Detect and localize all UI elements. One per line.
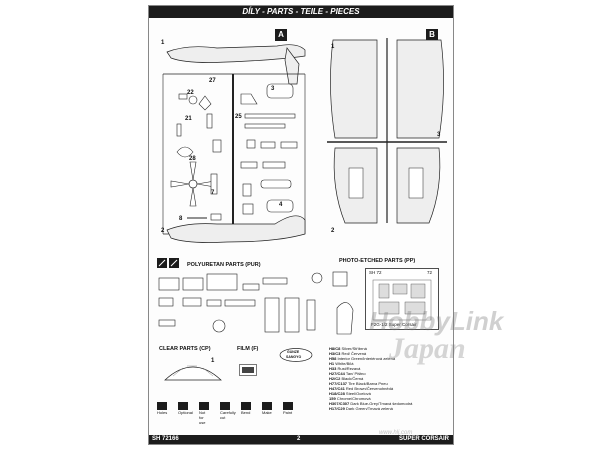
- part-label: 1: [211, 358, 215, 364]
- pe-label: F2G-1/2 Super Corsair: [371, 322, 417, 327]
- gunze-line2: SANGYO: [286, 355, 302, 359]
- paint-row: H8/C8 Silver/Stříbrná: [329, 346, 367, 351]
- part-label: 2: [331, 228, 335, 234]
- pe-code: SH 72: [369, 270, 382, 275]
- part-label: 1: [331, 44, 335, 50]
- sprue-b-drawing: [327, 38, 447, 224]
- part-label: 22: [187, 90, 194, 96]
- paint-row: H17/C29 Dark Green/Tmavá zelená: [329, 406, 393, 411]
- footer-left: SH 72166: [152, 436, 179, 442]
- pur-parts-drawing: [158, 271, 354, 335]
- watermark-url: www.hlj.com: [379, 430, 413, 436]
- paint-row: H33 Rust/Rezavá: [329, 366, 361, 371]
- pe-number: 72: [427, 270, 433, 275]
- part-label: 4: [279, 202, 283, 208]
- paint-row: H2/C2 Black/Černá: [329, 376, 364, 381]
- carefully-cut-icon: Carefully cut: [220, 402, 236, 420]
- section-a-badge: A: [275, 29, 287, 41]
- paint-row: H27/C44 Tan/ Pištno: [329, 371, 366, 376]
- part-label: 7: [211, 190, 215, 196]
- part-label: 27: [209, 78, 216, 84]
- film-drawing: [239, 364, 257, 376]
- paint-row: H307/C307 Dark Blue-Grey/Tmavá šedomodrá: [329, 401, 413, 406]
- instruction-page: DÍLY - PARTS - TEILE - PIECES A B: [148, 5, 503, 445]
- make-icon: Make: [262, 402, 272, 415]
- paint-row: H77/C137 Tire Black/Barva Pneu: [329, 381, 388, 386]
- paint-list: H8/C8 Silver/Stříbrná H3/C3 Red/ Červená…: [329, 346, 449, 411]
- paint-row: H3/C3 Red/ Červená: [329, 351, 367, 356]
- watermark-main: HobbyLink: [369, 306, 504, 336]
- footer-right: SUPER CORSAIR: [398, 436, 449, 442]
- section-pe-title: PHOTO-ETCHED PARTS (PP): [339, 258, 416, 264]
- gunze-line1: GUNZE: [287, 350, 300, 354]
- bend-icon: Bend: [241, 402, 251, 415]
- optional-icon: Optional: [178, 402, 193, 415]
- paint-row: H58 Interior Green/Interiérová zelená: [329, 356, 396, 361]
- paint-row: H18/C28 Steel/Ocelová: [329, 391, 371, 396]
- paint-row: H1 White/Bílá: [329, 361, 354, 366]
- part-label: 1: [161, 40, 165, 46]
- symbols-legend: Holes Optional Not for use Carefully cut…: [157, 402, 307, 432]
- part-label: 2: [161, 228, 165, 234]
- page-title: DÍLY - PARTS - TEILE - PIECES: [149, 6, 453, 18]
- section-clear-title: CLEAR PARTS (CP): [159, 346, 211, 352]
- page-number: 2: [297, 436, 301, 442]
- paint-icon: Paint: [283, 402, 293, 415]
- pur-icon: [157, 258, 179, 268]
- part-label: 8: [179, 216, 183, 222]
- part-label: 25: [235, 114, 242, 120]
- holes-icon: Holes: [157, 402, 167, 415]
- watermark-sub: Japan: [389, 332, 466, 365]
- part-label: 3: [437, 132, 441, 138]
- canopy-drawing: [164, 365, 222, 381]
- paint-row: H47/C41 Red Brown/Červenohnědá: [329, 386, 394, 391]
- not-for-use-icon: Not for use: [199, 402, 209, 425]
- part-label: 28: [189, 156, 196, 162]
- pe-fret-drawing: [365, 268, 439, 330]
- section-pur-title: POLYURETAN PARTS (PUR): [187, 262, 261, 268]
- paint-row: 159 Chrome/Chromová: [329, 396, 371, 401]
- sprue-a-drawing: [162, 44, 306, 243]
- gunze-logo: [279, 348, 313, 362]
- section-film-title: FILM (F): [237, 346, 259, 352]
- part-label: 21: [185, 116, 192, 122]
- section-b-badge: B: [426, 29, 438, 41]
- page-footer: SH 72166 2 SUPER CORSAIR: [149, 435, 453, 444]
- part-label: 3: [271, 86, 275, 92]
